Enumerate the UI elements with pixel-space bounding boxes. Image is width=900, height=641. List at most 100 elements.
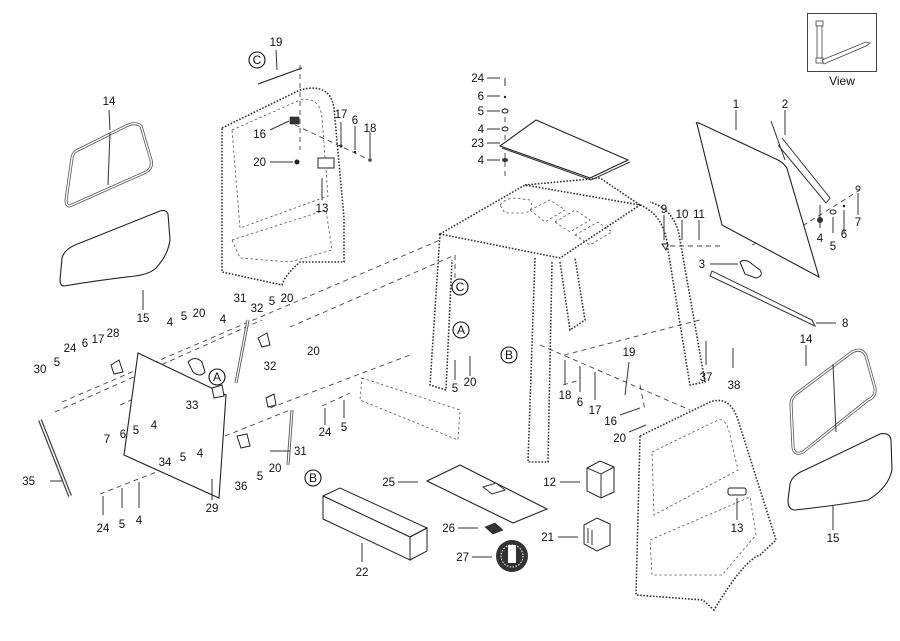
part-label: 4 — [478, 155, 485, 167]
part-label: 5 — [478, 106, 484, 118]
part-label: 13 — [731, 523, 744, 535]
part-label: 24 — [319, 427, 332, 439]
part-label: 1 — [733, 99, 739, 111]
callout-c-top: C — [248, 51, 266, 69]
sliding-window-left — [64, 122, 153, 208]
part-label: 7 — [855, 217, 861, 229]
part-label: 4 — [151, 420, 158, 432]
part-label: 11 — [693, 209, 705, 221]
part-label: 16 — [253, 129, 266, 141]
part-label: 13 — [316, 203, 329, 215]
sliding-window-right — [789, 348, 877, 455]
part-label: 4 — [478, 124, 485, 136]
rear-glass-assembly — [661, 120, 861, 328]
part-label: 16 — [604, 416, 617, 428]
part-label: 6 — [82, 338, 88, 350]
svg-text:B: B — [309, 471, 317, 485]
part-label: 5 — [54, 357, 60, 369]
callout-c-frame: C — [451, 278, 469, 296]
part-label: 27 — [456, 552, 469, 564]
part-label: 4 — [197, 448, 204, 460]
part-label: 25 — [382, 477, 395, 489]
door-right-assembly — [635, 399, 777, 612]
part-label: 15 — [137, 313, 150, 325]
part-label: 19 — [270, 37, 283, 49]
roof-glass-panel — [498, 78, 631, 181]
part-label: 20 — [269, 463, 282, 475]
part-label: 6 — [352, 115, 358, 127]
part-label: 7 — [104, 434, 110, 446]
part-label: 5 — [341, 422, 347, 434]
door-left-assembly — [221, 67, 372, 286]
callout-b-strut: B — [304, 469, 322, 487]
part-label: 20 — [253, 157, 266, 169]
svg-text:A: A — [457, 323, 465, 337]
svg-text:C: C — [253, 53, 262, 67]
part-label: 24 — [471, 73, 484, 85]
cab-frame — [429, 177, 706, 463]
view-inset — [807, 13, 877, 72]
part-label: 8 — [842, 318, 848, 330]
step-panel — [359, 377, 461, 441]
glass-panel-right — [787, 433, 893, 511]
callout-b-frame: B — [500, 346, 518, 364]
part-label: 32 — [264, 361, 277, 373]
part-label: 32 — [251, 303, 264, 315]
part-label: 4 — [220, 314, 227, 326]
part-label: 22 — [356, 567, 369, 579]
part-label: 29 — [206, 503, 219, 515]
part-label: 5 — [269, 296, 275, 308]
part-label: 5 — [181, 311, 187, 323]
part-label: 5 — [452, 383, 458, 395]
callout-a-glass: A — [208, 368, 226, 386]
part-label: 5 — [830, 241, 836, 253]
part-label: 23 — [471, 138, 484, 150]
part-label: 5 — [133, 425, 139, 437]
floor-mat — [425, 464, 549, 524]
part-label: 20 — [281, 293, 294, 305]
rear-door-glass — [110, 332, 277, 499]
part-label: 12 — [543, 477, 556, 489]
part-label: 30 — [34, 364, 47, 376]
part-label: 33 — [186, 400, 199, 412]
part-label: 17 — [92, 334, 105, 346]
part-label: 5 — [119, 519, 125, 531]
part-label: 34 — [159, 457, 172, 469]
part-label: 24 — [97, 523, 110, 535]
filter-boxes — [583, 460, 615, 552]
part-label: 4 — [136, 515, 143, 527]
svg-text:B: B — [505, 348, 513, 362]
svg-text:C: C — [456, 280, 465, 294]
part-label: 17 — [335, 109, 348, 121]
part-label: 24 — [64, 343, 77, 355]
part-label: 36 — [235, 481, 248, 493]
part-label: 5 — [257, 471, 263, 483]
part-label: 10 — [676, 209, 689, 221]
part-label: 6 — [577, 397, 583, 409]
storage-box — [321, 487, 429, 561]
callout-a-frame: A — [452, 321, 470, 339]
leader-lines — [50, 49, 859, 562]
part-label: 14 — [800, 334, 813, 346]
glass-panel-left — [59, 209, 171, 287]
small-parts — [484, 522, 528, 572]
part-label: 6 — [120, 429, 126, 441]
part-label: 3 — [699, 259, 705, 271]
part-label: 20 — [464, 377, 477, 389]
part-label: 2 — [782, 99, 788, 111]
view-label: View — [829, 74, 855, 88]
part-label: 28 — [107, 328, 120, 340]
part-label: 20 — [613, 433, 626, 445]
forklift-fork-icon — [815, 20, 871, 65]
part-label: 26 — [442, 523, 455, 535]
part-label: 15 — [827, 533, 840, 545]
part-label: 19 — [623, 347, 636, 359]
part-label: 20 — [307, 346, 320, 358]
part-label: 21 — [541, 532, 554, 544]
part-label: 18 — [559, 390, 572, 402]
gas-struts — [38, 319, 294, 497]
part-label: 38 — [728, 380, 741, 392]
svg-text:A: A — [213, 370, 221, 384]
part-label: 17 — [589, 405, 602, 417]
